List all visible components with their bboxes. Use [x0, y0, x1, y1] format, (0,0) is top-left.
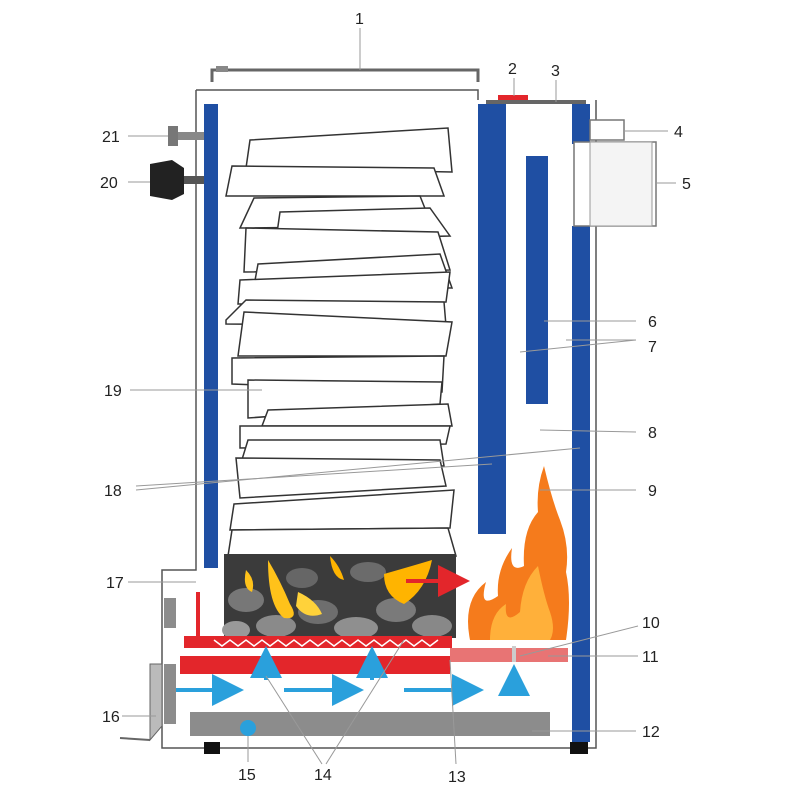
- boiler-housing: [161, 89, 597, 749]
- callout-2: 2: [508, 61, 517, 78]
- callout-7: 7: [648, 339, 657, 356]
- secondary-flame: [468, 466, 569, 640]
- callout-6: 6: [648, 314, 657, 331]
- callout-10: 10: [642, 615, 660, 632]
- callout-12: 12: [642, 724, 660, 741]
- leader-lines: [122, 28, 676, 765]
- front-doors: [119, 598, 176, 742]
- callout-19: 19: [104, 383, 122, 400]
- top-lid: [210, 66, 480, 82]
- callout-18: 18: [104, 483, 122, 500]
- side-nozzle: [168, 126, 204, 146]
- top-sensor-plate: [498, 95, 528, 102]
- callout-5: 5: [682, 176, 691, 193]
- callout-9: 9: [648, 483, 657, 500]
- callout-3: 3: [551, 63, 560, 80]
- callout-14: 14: [314, 767, 332, 784]
- foot-right: [570, 742, 588, 754]
- air-flow-arrows: [166, 646, 530, 706]
- callout-4: 4: [674, 124, 683, 141]
- callout-16: 16: [102, 709, 120, 726]
- callout-20: 20: [100, 175, 118, 192]
- coal-bed: [222, 554, 456, 639]
- foot-left: [204, 742, 220, 754]
- callout-17: 17: [106, 575, 124, 592]
- ash-tray-knob: [240, 720, 256, 736]
- callout-1: 1: [355, 11, 364, 28]
- callout-8: 8: [648, 425, 657, 442]
- callout-15: 15: [238, 767, 256, 784]
- water-jacket: [204, 104, 590, 742]
- top-cover-plate: [486, 100, 586, 104]
- callout-21: 21: [102, 129, 120, 146]
- callout-labels: 1 2 3 4 5 6 7 8 9 10 11 12 13 14 15 16 1…: [100, 11, 691, 786]
- flue-outlet: [573, 119, 657, 227]
- firewood-logs: [225, 127, 457, 557]
- callout-11: 11: [642, 649, 659, 666]
- draft-regulator: [150, 160, 204, 200]
- callout-13: 13: [448, 769, 466, 786]
